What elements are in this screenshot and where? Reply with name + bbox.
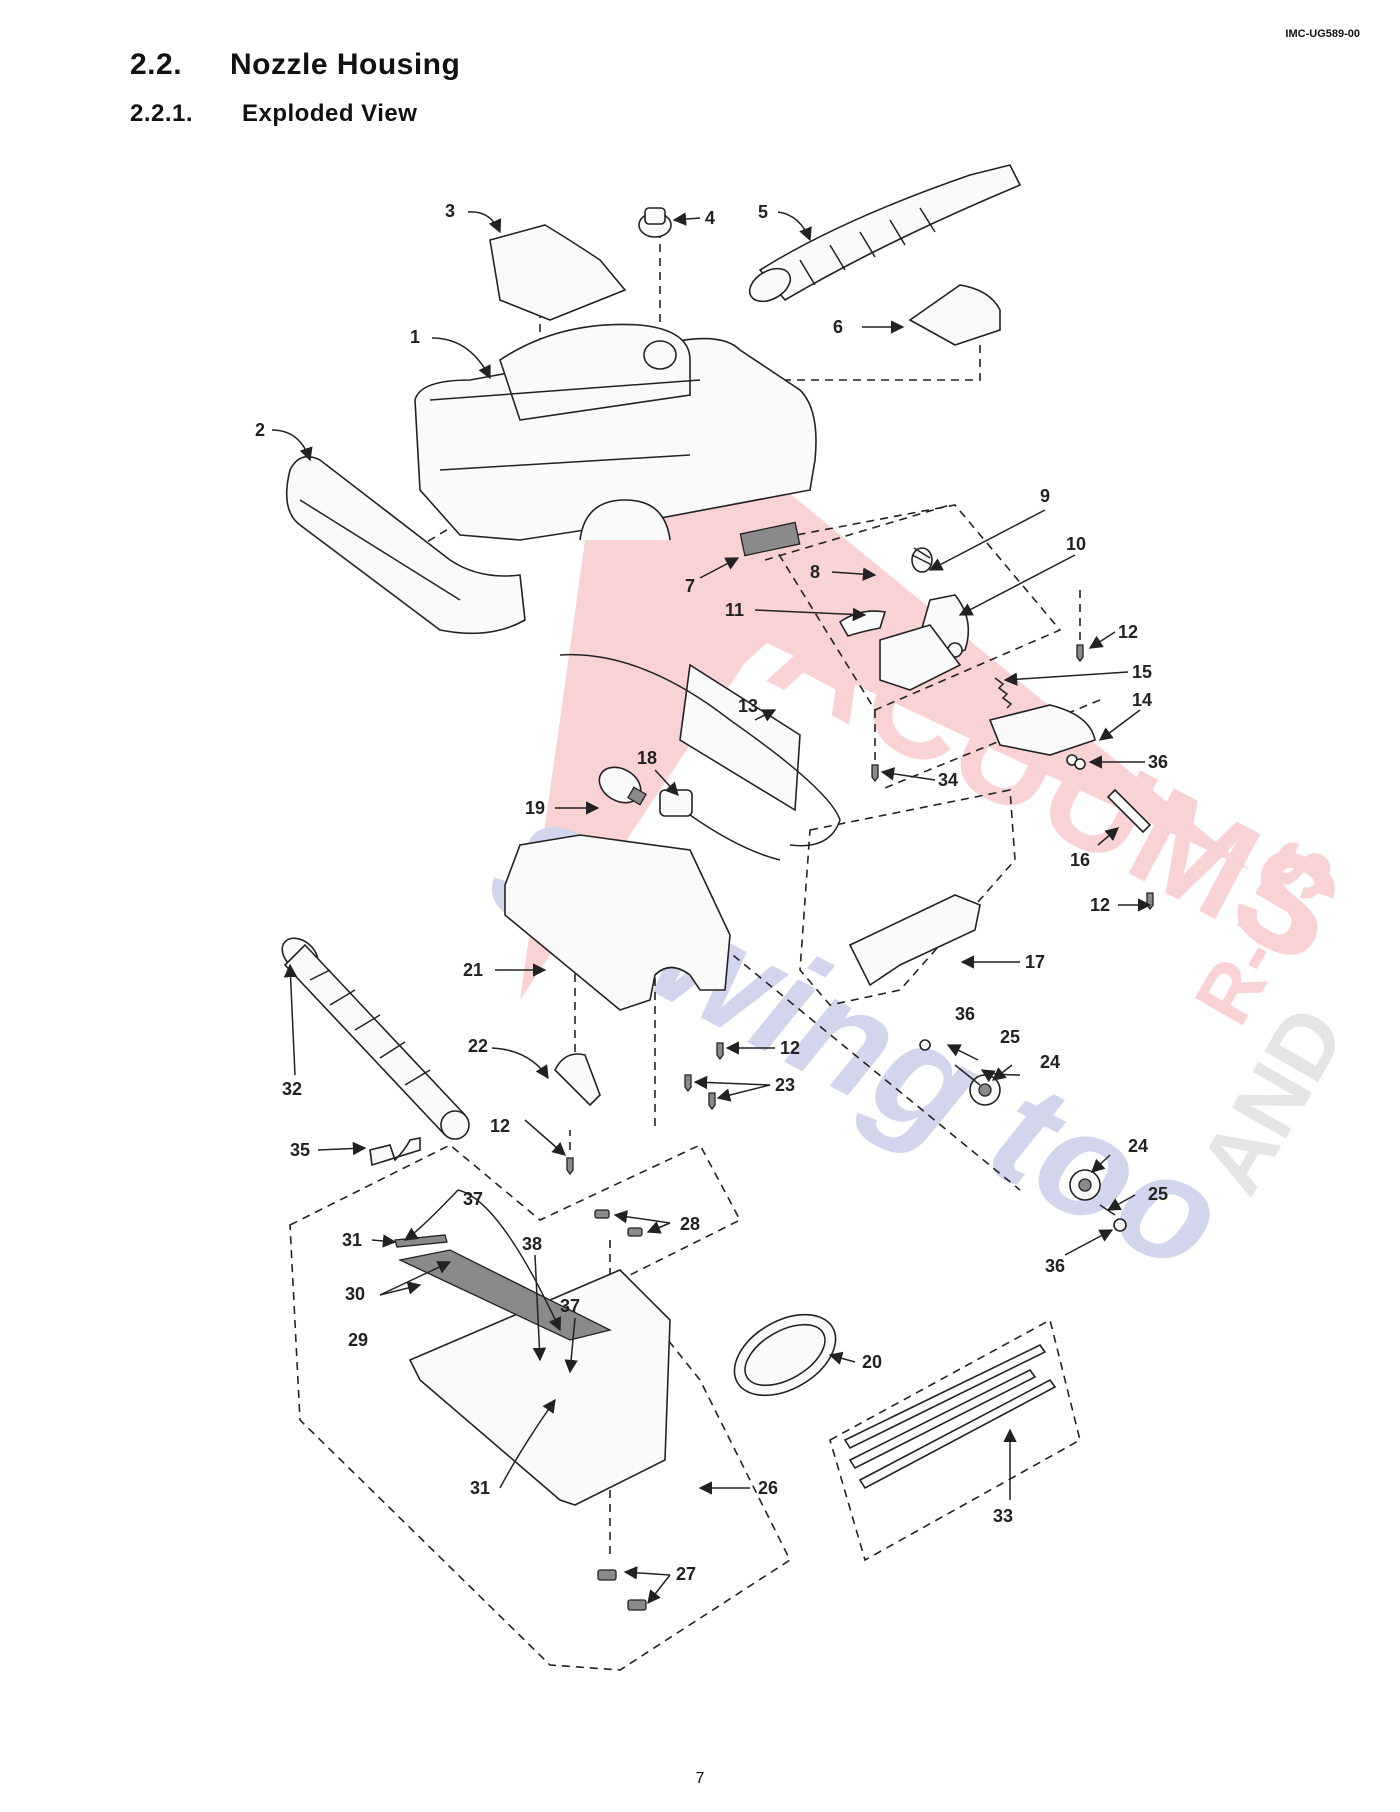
label-part-6: 6 [833,317,843,337]
part-rubber-strip [394,1234,448,1248]
part-release-pedal [988,704,1096,756]
label-part-38: 38 [522,1234,542,1254]
subsection-title: Exploded View [242,100,418,127]
part-power-cord [559,653,841,847]
label-part-13: 13 [738,696,758,716]
guide-line-wheels [689,919,1021,1191]
label-part-29: 29 [348,1330,368,1350]
label-part-27: 27 [676,1564,696,1584]
label-part-32: 32 [282,1079,302,1099]
label-part-24-top: 24 [1040,1052,1060,1072]
part-brush-roll [281,937,470,1140]
label-part-31-top: 31 [342,1230,362,1250]
label-part-12-housing: 12 [780,1038,800,1058]
label-part-12-plate: 12 [490,1116,510,1136]
label-part-25-bottom: 25 [1148,1184,1168,1204]
label-part-14: 14 [1132,690,1152,710]
label-part-36-pedal: 36 [1148,752,1168,772]
label-part-23: 23 [775,1075,795,1095]
label-part-33: 33 [993,1506,1013,1526]
label-part-35: 35 [290,1140,310,1160]
label-part-36-wheel-top: 36 [955,1004,975,1024]
part-front-bumper [285,455,526,635]
part-washers [919,754,1127,1232]
section-number: 2.2. [130,48,183,81]
part-screws [566,644,1154,1176]
label-part-36-wheel-bottom: 36 [1045,1256,1065,1276]
part-pedal-spring [994,677,1013,709]
guide-box-pedal-assembly [799,789,1016,1006]
label-part-37-top: 37 [463,1189,483,1209]
part-top-cover [489,224,627,321]
label-part-22: 22 [468,1036,488,1056]
subsection-number: 2.2.1. [130,100,194,127]
label-part-7: 7 [685,576,695,596]
label-part-28: 28 [680,1214,700,1234]
label-part-8: 8 [810,562,820,582]
label-part-3: 3 [445,201,455,221]
label-part-26: 26 [758,1478,778,1498]
page-number: 7 [695,1770,705,1787]
part-pivot-cap [638,207,672,238]
label-part-20: 20 [862,1352,882,1372]
label-part-4: 4 [705,208,715,228]
part-pedal-base [848,894,981,987]
part-latch-spring [911,547,933,573]
part-nozzle-top-housing [414,323,817,541]
label-part-18: 18 [637,748,657,768]
subsection-heading: 2.2.1. Exploded View [130,100,417,128]
part-lower-housing [504,834,731,1011]
part-brush-bracket [369,1137,421,1167]
label-part-11: 11 [725,600,744,620]
label-part-12-latch: 12 [1118,622,1138,642]
label-part-31-bottom: 31 [470,1478,490,1498]
label-part-24-bottom: 24 [1128,1136,1148,1156]
label-part-19: 19 [525,798,545,818]
part-flexible-hose [748,164,1022,303]
part-latch-housing [879,624,962,691]
label-part-21: 21 [463,960,483,980]
label-part-25-top: 25 [1000,1027,1020,1047]
guide-line-16 [879,699,1101,791]
label-part-2: 2 [255,420,265,440]
label-part-34: 34 [938,770,958,790]
document-code: IMC-UG589-00 [1285,28,1360,40]
part-plate-clips [597,1569,647,1611]
guide-line-7 [764,504,951,561]
label-part-12-axle: 12 [1090,895,1110,915]
part-labels: 3 4 5 6 1 2 7 8 9 10 11 12 15 14 36 13 1… [255,201,1168,1584]
label-part-37-bottom: 37 [560,1296,580,1316]
part-brush-strips [843,1343,1057,1490]
part-axle-rod [1106,788,1152,834]
section-title: Nozzle Housing [230,48,461,81]
part-filter-pad [739,521,801,557]
label-part-17: 17 [1025,952,1045,972]
label-part-10: 10 [1066,534,1086,554]
label-part-5: 5 [758,202,768,222]
label-part-30: 30 [345,1284,365,1304]
callout-arrows [271,211,1152,1605]
section-heading: 2.2. Nozzle Housing [130,48,460,82]
part-retaining-clip [554,1053,601,1107]
part-small-clips [594,1209,643,1237]
label-part-16: 16 [1070,850,1090,870]
guide-box-brush-strip [829,1318,1081,1562]
label-part-9: 9 [1040,486,1050,506]
guide-box-latch-assembly [768,504,1062,712]
part-drive-belt [733,1313,837,1397]
label-part-1: 1 [410,327,420,347]
part-light-bulb [598,766,647,806]
label-part-15: 15 [1132,662,1152,682]
part-hose-bracket [908,284,1001,346]
